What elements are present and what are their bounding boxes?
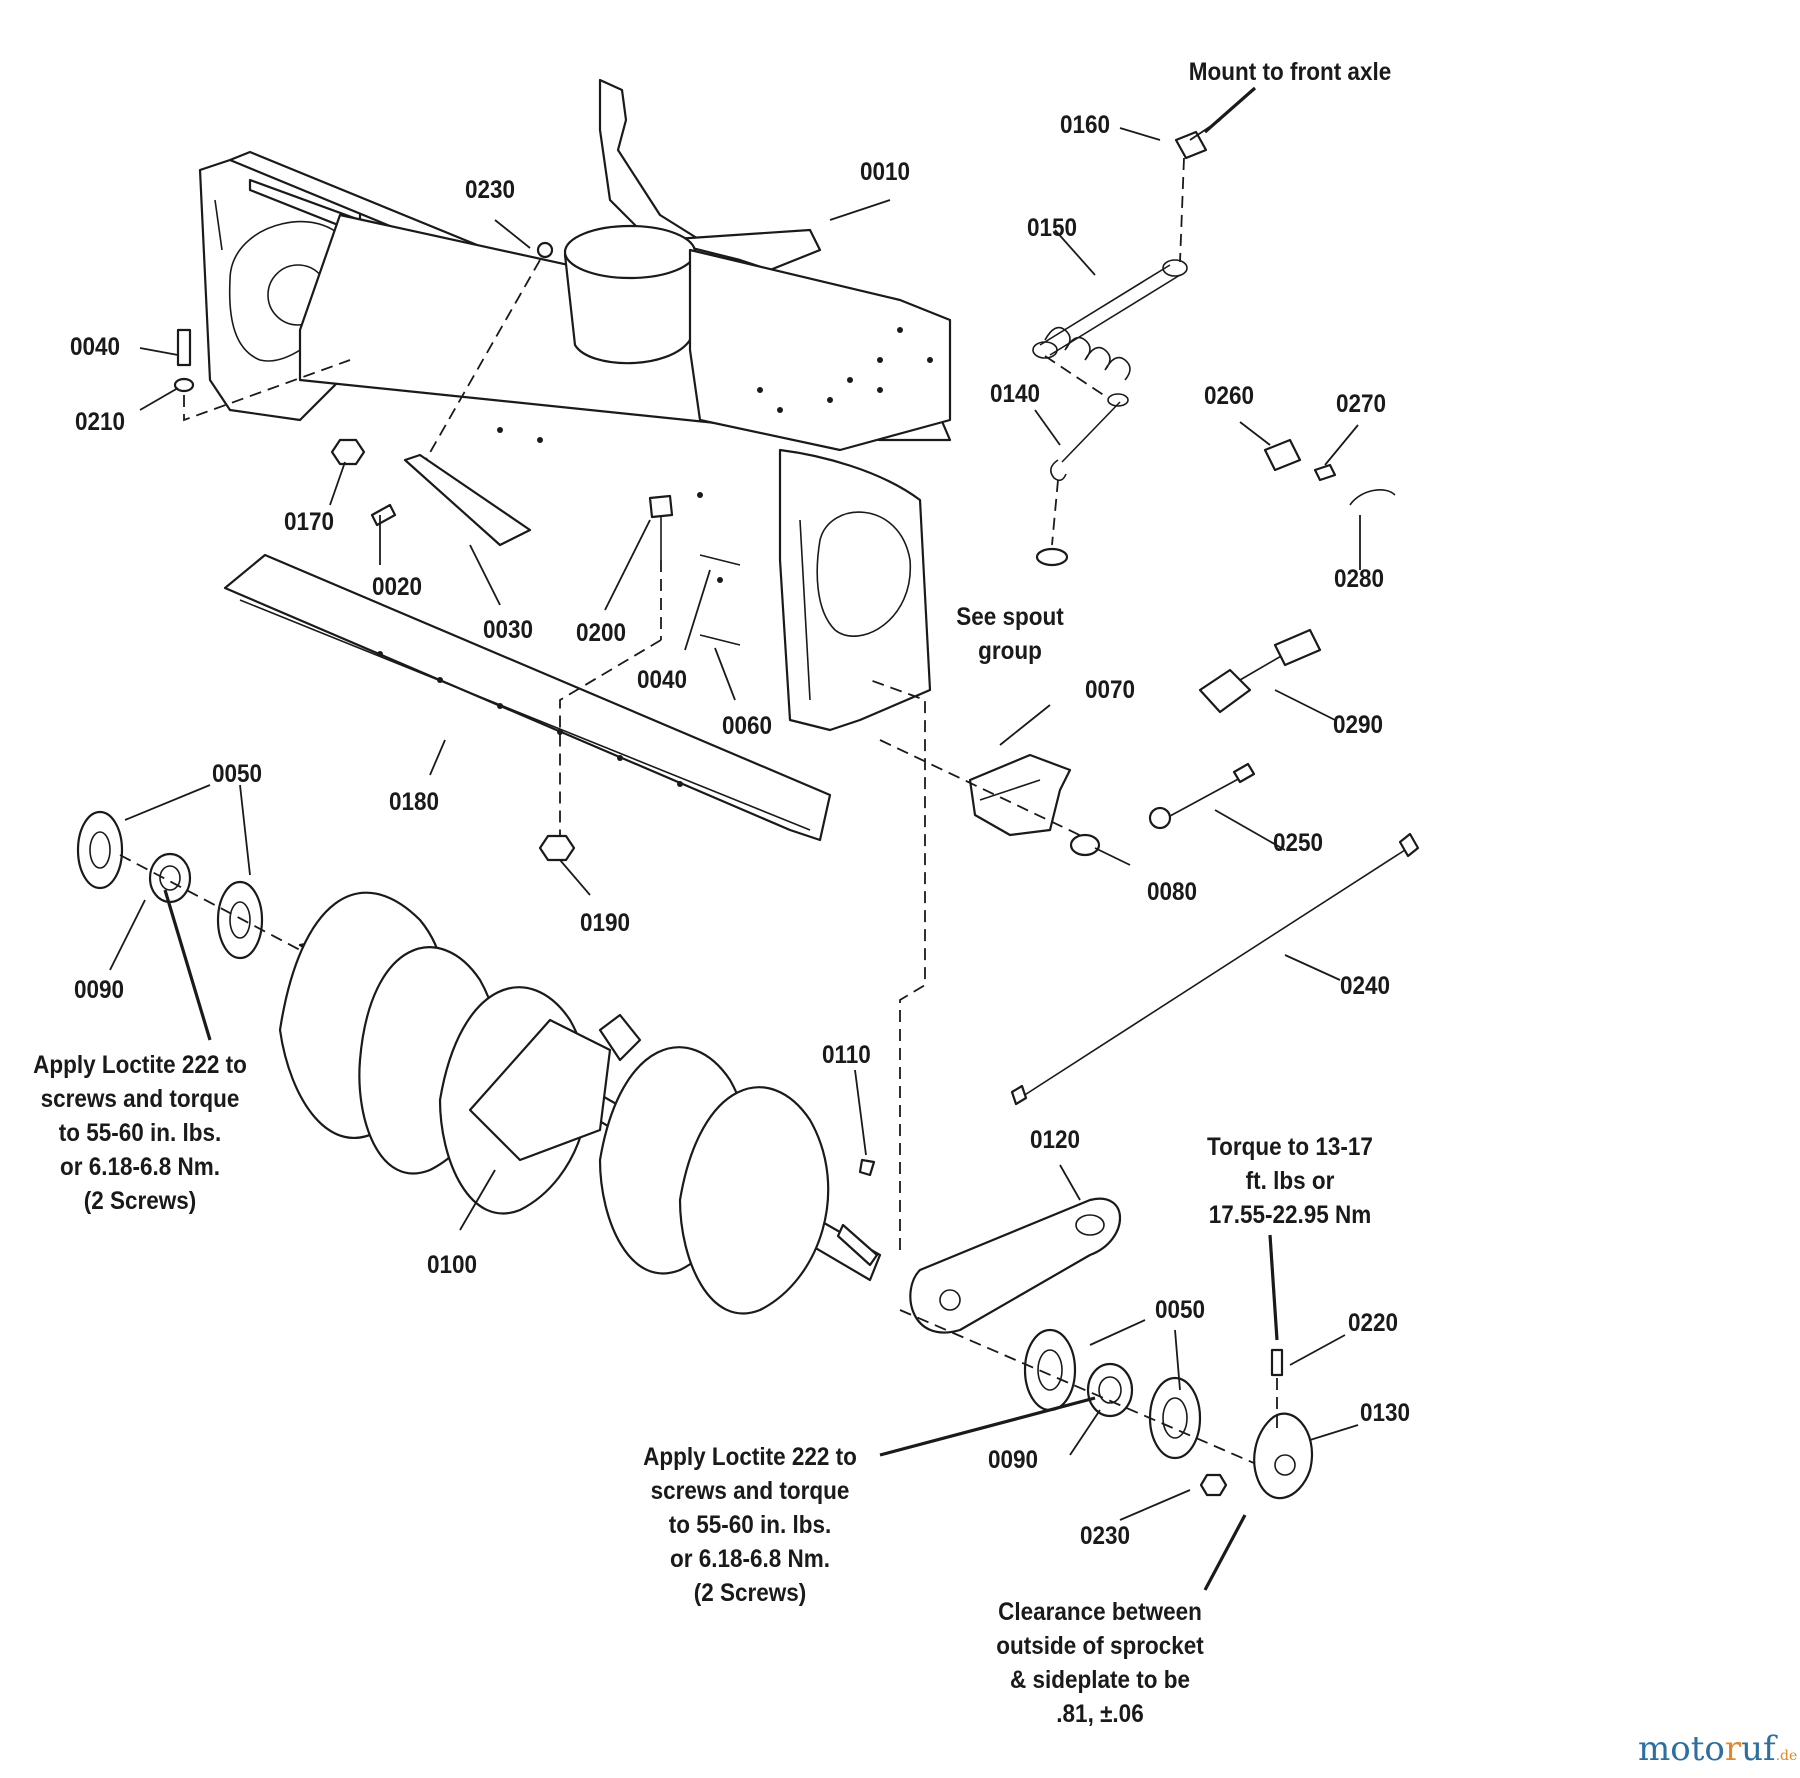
scraper-bar (223, 553, 832, 842)
part-label-0040-right: 0040 (637, 666, 688, 694)
part-label-0120: 0120 (1030, 1126, 1081, 1154)
part-label-0220: 0220 (1348, 1309, 1399, 1337)
housing-hardware (173, 241, 741, 862)
part-label-0010: 0010 (860, 158, 911, 186)
part-label-0140: 0140 (990, 380, 1041, 408)
part-label-0230-top: 0230 (465, 176, 516, 204)
part-label-0200: 0200 (576, 619, 627, 647)
part-label-0020: 0020 (372, 573, 423, 601)
note-sprocket-clearance: Clearance between outside of sprocket & … (996, 1598, 1204, 1728)
note-see-spout-group: See spout group (956, 603, 1064, 665)
part-label-0080: 0080 (1147, 878, 1198, 906)
part-label-0030: 0030 (483, 616, 534, 644)
part-label-0050-left: 0050 (212, 760, 263, 788)
part-label-0130: 0130 (1360, 1399, 1411, 1427)
part-label-0110: 0110 (822, 1041, 871, 1069)
part-label-0180: 0180 (389, 788, 440, 816)
auger-housing (198, 78, 952, 732)
motoruf-watermark-logo: motoruf.de (1638, 1729, 1798, 1769)
note-loctite-left: Apply Loctite 222 to screws and torque t… (33, 1051, 247, 1215)
part-label-0050-right: 0050 (1155, 1296, 1206, 1324)
leader-lines (109, 86, 1361, 1591)
part-label-0040-left: 0040 (70, 333, 121, 361)
spring-assembly (1032, 130, 1208, 567)
right-drive-group (869, 679, 1313, 1500)
note-mount-front-axle: Mount to front axle (1188, 58, 1392, 86)
part-label-0210: 0210 (75, 408, 126, 436)
skid-shoe (879, 739, 1101, 857)
part-label-0150: 0150 (1027, 214, 1078, 242)
note-torque-sprocket: Torque to 13-17 ft. lbs or 17.55-22.95 N… (1207, 1133, 1373, 1229)
part-label-0160: 0160 (1060, 111, 1111, 139)
electrical-components (1010, 438, 1420, 1106)
part-label-0100: 0100 (427, 1251, 478, 1279)
part-label-0260: 0260 (1204, 382, 1255, 410)
part-label-0070: 0070 (1085, 676, 1136, 704)
part-label-0060: 0060 (722, 712, 773, 740)
left-bearing-group (76, 810, 301, 960)
part-label-0280: 0280 (1334, 565, 1385, 593)
part-label-0170: 0170 (284, 508, 335, 536)
part-label-0270: 0270 (1336, 390, 1387, 418)
part-label-0090-left: 0090 (74, 976, 125, 1004)
note-loctite-right: Apply Loctite 222 to screws and torque t… (643, 1443, 857, 1607)
auger (278, 891, 882, 1315)
part-label-0090-right: 0090 (988, 1446, 1039, 1474)
part-label-0290: 0290 (1333, 711, 1384, 739)
part-label-0250: 0250 (1273, 829, 1324, 857)
part-label-0230-bottom: 0230 (1080, 1522, 1131, 1550)
part-label-0190: 0190 (580, 909, 631, 937)
part-label-0240: 0240 (1340, 972, 1391, 1000)
